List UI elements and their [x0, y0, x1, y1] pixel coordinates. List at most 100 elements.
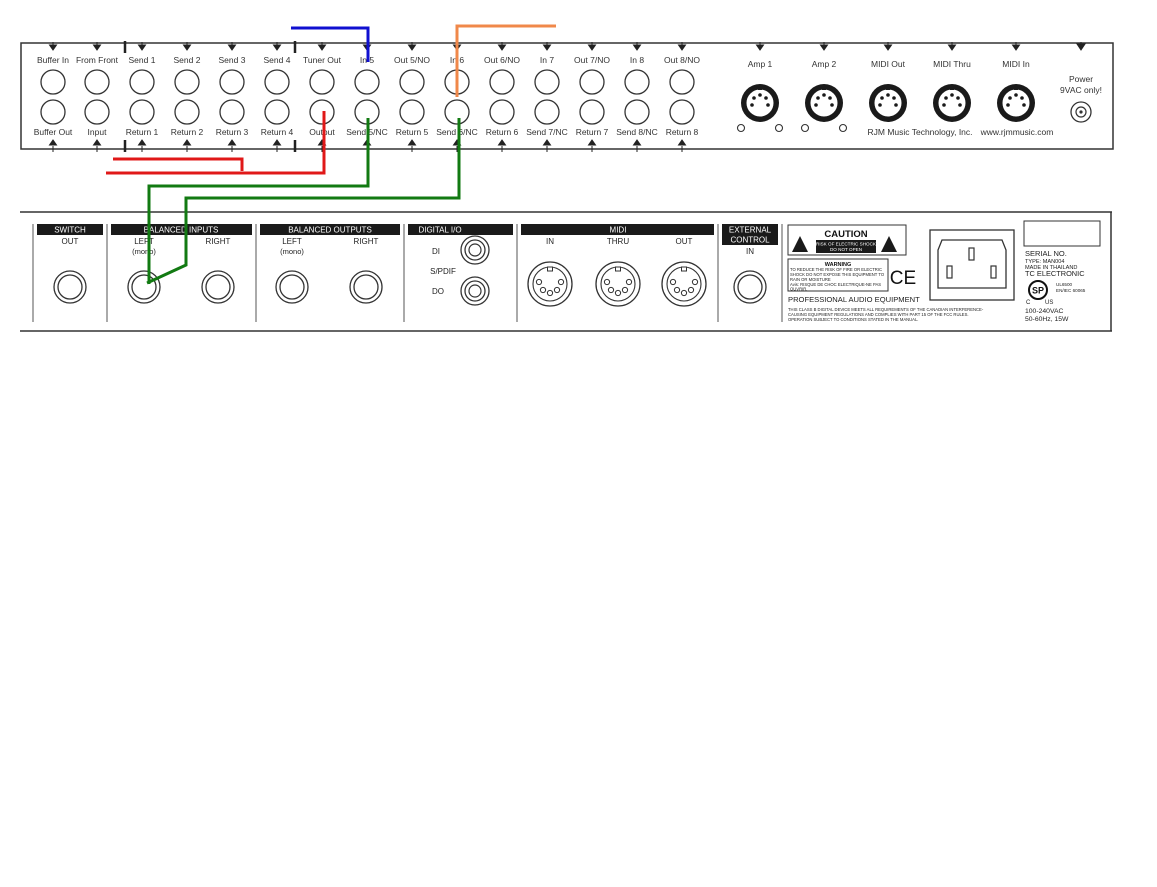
up-arrow-icon	[182, 139, 192, 152]
top-jack-label: Out 7/NO	[574, 55, 610, 65]
din-pin	[816, 96, 820, 100]
digital-io-header: DIGITAL I/O	[418, 226, 461, 235]
avis-line-1: Avis: RISQUE DE CHOC ELECTRIQUE-NE PAS	[790, 282, 881, 287]
midi-din-pin	[680, 289, 688, 297]
top-jack-upper	[354, 69, 380, 95]
down-arrow-icon	[92, 42, 102, 51]
top-jack-lower	[399, 99, 425, 125]
voltage-label: 100-240VAC	[1025, 308, 1064, 315]
midi-header: MIDI	[610, 226, 627, 235]
up-arrow-icon	[272, 139, 282, 152]
top-jack-upper	[309, 69, 335, 95]
csa-logo	[1028, 280, 1048, 300]
top-jack-upper	[579, 69, 605, 95]
midi-din-pin	[553, 286, 561, 294]
din-pin	[1020, 96, 1024, 100]
balanced-input-right-jack	[201, 270, 235, 304]
midi-din-pin	[535, 278, 543, 286]
top-jack-upper	[174, 69, 200, 95]
down-arrow-icon	[272, 42, 282, 51]
din-face	[873, 88, 903, 118]
din-pin	[880, 96, 884, 100]
warning-title: WARNING	[825, 262, 852, 268]
din-face	[745, 88, 775, 118]
pro-audio-label: PROFESSIONAL AUDIO EQUIPMENT	[788, 295, 920, 304]
bottom-jack-label: Send 6/NC	[436, 127, 478, 137]
top-jack-label: In 8	[630, 55, 644, 65]
ce-mark: CE	[890, 268, 916, 289]
bottom-jack-label: Return 3	[216, 127, 249, 137]
din-face	[809, 88, 839, 118]
top-jacks	[40, 42, 695, 152]
top-jack-label: Send 3	[219, 55, 246, 65]
din-label: Amp 1	[748, 59, 773, 69]
do-label: DO	[432, 287, 444, 296]
power-label: Power	[1069, 74, 1093, 84]
din-pin	[878, 103, 882, 107]
red-cable-2	[106, 111, 326, 175]
din-pin	[944, 96, 948, 100]
din-key	[822, 85, 826, 90]
top-jack-label: Send 4	[264, 55, 291, 65]
midi-out-label: OUT	[676, 237, 693, 246]
screw-hole	[774, 123, 784, 133]
serial-box	[1023, 220, 1101, 247]
csa-us: US	[1045, 300, 1053, 306]
external-control-in-jack	[733, 270, 767, 304]
din-key	[1014, 85, 1018, 90]
top-jack-lower	[669, 99, 695, 125]
fcc-line-3: OPERATION SUBJECT TO CONDITIONS STATED I…	[788, 317, 918, 322]
midi-thru-label: THRU	[607, 237, 629, 246]
top-jack-upper	[399, 69, 425, 95]
down-arrow-icon	[677, 42, 687, 51]
din-pin	[766, 103, 770, 107]
din-pin	[894, 103, 898, 107]
up-arrow-icon	[137, 139, 147, 152]
caution-sub-1: RISK OF ELECTRIC SHOCK	[816, 242, 877, 247]
warning-line-2: SHOCK DO NOT EXPOSE THIS EQUIPMENT TO	[790, 272, 885, 277]
orange-cable	[455, 24, 556, 97]
top-jack-upper	[129, 69, 155, 95]
din-pin	[1014, 93, 1018, 97]
din-face	[937, 88, 967, 118]
ul-label: UL6500	[1056, 282, 1073, 287]
top-jack-label: Buffer In	[37, 55, 69, 65]
din-pin	[758, 93, 762, 97]
bal-out-left-label: LEFT	[282, 237, 302, 246]
top-jack-upper	[40, 69, 66, 95]
screw-hole	[838, 123, 848, 133]
company-label: RJM Music Technology, Inc.	[867, 127, 972, 137]
midi-din-pin	[687, 286, 695, 294]
balanced-output-right-jack	[349, 270, 383, 304]
down-arrow-icon	[317, 42, 327, 51]
din-pin	[828, 96, 832, 100]
top-jack-upper	[219, 69, 245, 95]
din-key	[886, 85, 890, 90]
din-pin	[1008, 96, 1012, 100]
top-jack-lower	[534, 99, 560, 125]
top-jack-label: Tuner Out	[303, 55, 342, 65]
midi-din-pin	[539, 286, 547, 294]
ext-in-label: IN	[746, 247, 754, 256]
screw-hole	[736, 123, 746, 133]
bal-out-right-label: RIGHT	[354, 237, 379, 246]
spdif-label: S/PDIF	[430, 267, 456, 276]
midi-din-pin	[614, 289, 622, 297]
bottom-jack-label: Return 8	[666, 127, 699, 137]
bottom-jack-label: Return 2	[171, 127, 204, 137]
top-jack-upper	[489, 69, 515, 95]
down-arrow-icon	[182, 42, 192, 51]
serial-label: SERIAL NO.	[1025, 249, 1067, 258]
top-jack-lower	[444, 99, 470, 125]
midi-din-pin	[669, 278, 677, 286]
avis-line-2: OUVRIR.	[790, 287, 807, 292]
top-jack-lower	[40, 99, 66, 125]
screw-hole	[800, 123, 810, 133]
midi-din-key	[547, 266, 553, 272]
website-label: www.rjmmusic.com	[980, 127, 1054, 137]
top-jack-upper	[534, 69, 560, 95]
bottom-jack-label: Input	[88, 127, 108, 137]
midi-din-pin	[607, 286, 615, 294]
power-inlet	[929, 229, 1015, 301]
